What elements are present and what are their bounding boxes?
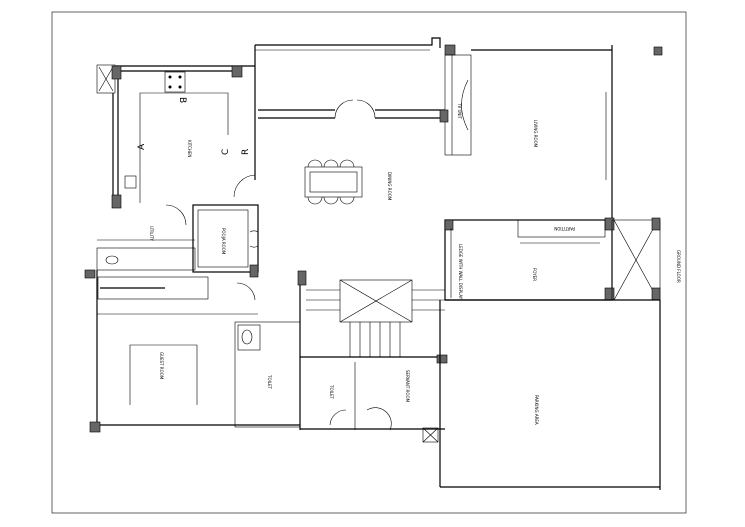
kitchen-label: KITCHEN (187, 140, 192, 157)
dining-table (304, 166, 363, 198)
corner-mark (653, 46, 663, 56)
dining-area (255, 37, 445, 205)
parking-label: PARKING AREA (534, 395, 539, 425)
marker-b: B (177, 97, 187, 103)
living-area (439, 44, 613, 218)
toilet2-label: TOILET (329, 384, 334, 400)
guest-area (89, 270, 300, 433)
utility-pooja (84, 204, 259, 279)
foyer-label: FOYER (532, 268, 537, 281)
ledge-label: LEDGE WITH WALL DISPLAY (458, 244, 463, 300)
partition-label: PARTITION (554, 226, 575, 231)
parking-area (440, 299, 661, 490)
marker-r: R (241, 149, 251, 155)
servant-label: SERVANT ROOM (405, 370, 410, 403)
pooja-label: POOJA ROOM (221, 228, 226, 255)
tv-unit-label: TV UNIT (457, 102, 462, 120)
kitchen (96, 45, 256, 209)
toilet1-label: TOILET (267, 374, 272, 390)
marker-c: C (221, 149, 231, 155)
foyer-area (444, 217, 661, 301)
utility-label: UTILITY (149, 226, 154, 241)
ground-floor-label: GROUND FLOOR (676, 250, 681, 283)
guest-label: GUEST ROOM (159, 352, 164, 380)
marker-a: A (137, 143, 147, 150)
living-label: LIVING ROOM (533, 120, 538, 148)
sheet-border (51, 11, 687, 514)
service-area (234, 270, 448, 487)
dining-label: DINING ROOM (387, 172, 392, 201)
